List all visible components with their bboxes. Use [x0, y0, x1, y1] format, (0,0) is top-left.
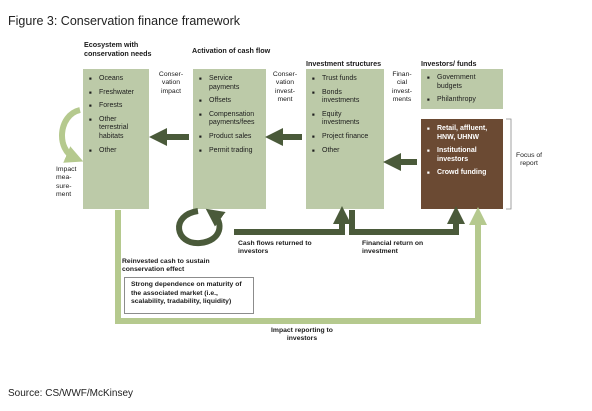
investment-item: Equity investments: [312, 111, 380, 128]
cashflow-heading: Activation of cash flow: [192, 46, 271, 55]
ecosystem-item: Forests: [89, 102, 145, 111]
ecosystem-heading: Ecosystem with conservation needs: [84, 40, 152, 58]
ecosystem-item: Oceans: [89, 75, 145, 84]
investment-heading: Investment structures: [306, 59, 382, 68]
impact-measurement-arrow: [59, 107, 84, 163]
impact-measurement-label: Impact mea- sure- ment: [56, 166, 77, 199]
cash-flows-returned-label: Cash flows returned to investors: [238, 240, 312, 256]
conservation-impact-label: Conser- vation impact: [158, 71, 184, 95]
financial-return-label: Financial return on investment: [362, 240, 424, 256]
cashflow-item: Permit trading: [199, 147, 262, 156]
investment-item: Trust funds: [312, 75, 380, 84]
financial-return-arrow: [349, 206, 465, 235]
ecosystem-item: Other terrestrial habitats: [89, 116, 145, 142]
ecosystem-item: Freshwater: [89, 89, 145, 98]
investors-top-box: Government budgets Philanthropy: [421, 69, 503, 109]
investment-item: Bonds investments: [312, 89, 380, 106]
focus-item: Crowd funding: [427, 169, 499, 178]
conservation-investment-label: Conser- vation invest- ment: [272, 71, 298, 104]
impact-reporting-arrow: [115, 207, 487, 324]
investors-item: Government budgets: [427, 74, 499, 91]
investment-item: Other: [312, 147, 380, 156]
investment-box: Trust funds Bonds investments Equity inv…: [306, 69, 384, 209]
cashflow-item: Offsets: [199, 97, 262, 106]
focus-item: Institutional investors: [427, 147, 499, 164]
cashflow-box: Service payments Offsets Compensation pa…: [193, 69, 266, 209]
reinvest-loop-arrow: [176, 208, 226, 247]
investors-heading: Investors/ funds: [421, 59, 477, 68]
focus-of-report-label: Focus of report: [515, 152, 543, 168]
reinvested-label: Reinvested cash to sustain conservation …: [122, 258, 210, 274]
ecosystem-box: Oceans Freshwater Forests Other terrestr…: [83, 69, 149, 209]
ecosystem-item: Other: [89, 147, 145, 156]
cashflow-item: Product sales: [199, 133, 262, 142]
figure-title: Figure 3: Conservation finance framework: [8, 14, 241, 28]
impact-reporting-label: Impact reporting to investors: [271, 327, 333, 343]
investors-item: Philanthropy: [427, 96, 499, 105]
financial-investments-label: Finan- cial invest- ments: [391, 71, 413, 104]
investment-item: Project finance: [312, 133, 380, 142]
investors-focus-box: Retail, affluent, HNW, UHNW Institutiona…: [421, 119, 503, 209]
cash-return-arrow: [234, 206, 351, 235]
focus-item: Retail, affluent, HNW, UHNW: [427, 125, 499, 142]
source-note: Source: CS/WWF/McKinsey: [8, 388, 134, 399]
cashflow-item: Service payments: [199, 75, 262, 92]
cashflow-item: Compensation payments/fees: [199, 111, 262, 128]
strong-dependence-box: Strong dependence on maturity of the ass…: [124, 277, 254, 314]
focus-bracket: [506, 118, 512, 210]
